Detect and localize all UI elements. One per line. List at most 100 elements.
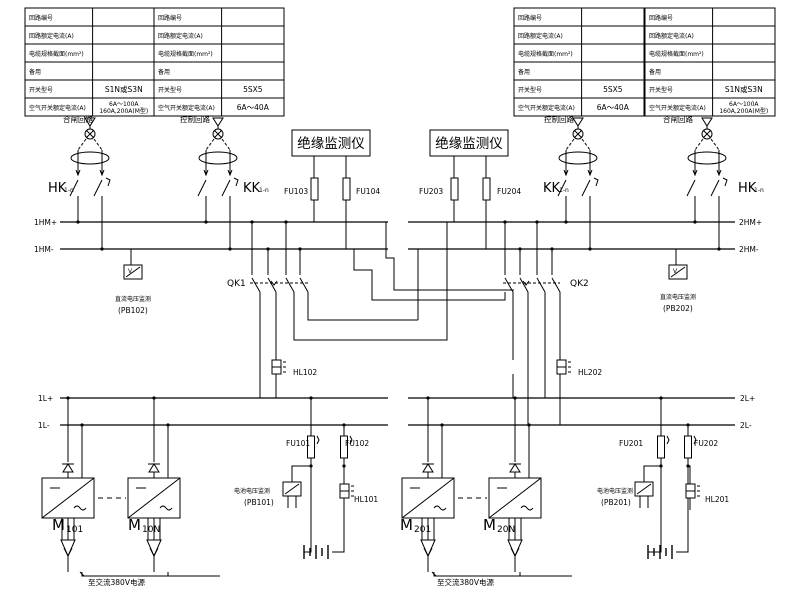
spec-row-value: S1N或S3N [725,84,763,94]
feeder-hk-left [69,117,111,251]
kk-right-sub: 1-n [559,187,569,194]
module-m101-label: M [52,516,65,534]
battery-section-1 [282,396,354,559]
meter-pb202-v: V [673,268,678,275]
ac-supply-ticks [79,571,521,577]
spec-row-label: 电缆规格截面(mm²) [29,50,84,58]
spec-row-label: 电缆规格截面(mm²) [158,50,213,58]
module-m201-sub: 201 [414,525,431,535]
supply-right-label: 至交流380V电源 [437,577,494,587]
insulation-monitor-right [429,129,509,157]
spec-row-value: S1N或S3N [105,84,143,94]
pb202-title: 直流电压监测 [660,293,696,301]
module-m201-label: M [400,516,413,534]
pb102-title: 直流电压监测 [115,295,151,303]
fuse-fu203 [450,177,459,201]
spec-row-label: 电缆规格截面(mm²) [649,50,704,58]
rectifier-module-m101 [41,396,95,572]
qk2-label: QK2 [570,279,589,289]
circuit-label-1: 合闸回路 [63,114,93,124]
kk-left-sub: 1-n [259,187,269,194]
spec-row-label: 空气开关额定电流(A) [518,104,575,112]
circuit-label-4: 合闸回路 [663,114,693,124]
fu101-label: FU101 [286,439,310,448]
fuse-leads [313,200,487,249]
insulation-monitor-right-label: 绝缘监测仪 [435,136,503,152]
coupler-qk1 [250,220,309,293]
fu201-label: FU201 [619,439,643,448]
fuse-fu103 [310,177,319,201]
hk-left-sub: 1-n [64,187,74,194]
kk-left-label: KK [243,181,261,196]
insulation-monitor-left-label: 绝缘监测仪 [297,136,365,152]
spec-row-label: 备用 [518,68,530,76]
spec-row-label: 开关型号 [158,86,182,94]
spec-row-label: 空气开关额定电流(A) [649,104,706,112]
bus-1l-plus-label: 1L+ [38,394,53,403]
qk1-label: QK1 [227,279,246,289]
hl202-label: HL202 [578,368,602,377]
feeder-kk-left [197,117,239,251]
bus-1l-minus-label: 1L- [38,421,50,430]
spec-row-label: 开关型号 [649,86,673,94]
bus-2hm-minus-label: 2HM- [739,245,759,254]
spec-row-label: 回路额定电流(A) [158,32,203,40]
coupler-wiring-2 [417,249,419,320]
spec-row-value: 5SX5 [243,85,263,94]
rectifier-module-m10n [127,396,181,572]
meter-pb102-v: V [128,268,133,275]
indicator-hl102 [271,359,286,375]
pb202-label: (PB202) [663,304,693,313]
pb101-label: (PB101) [244,498,274,507]
pb-meter-leads [130,249,677,265]
hl102-label: HL102 [293,368,317,377]
bus-1hm-plus-label: 1HM+ [34,218,57,227]
spec-row-label: 空气开关额定电流(A) [158,104,215,112]
indicator-hl202 [556,359,571,375]
spec-row-value: 6A～40A [597,103,630,112]
spec-row-value: 6A～40A [237,103,270,112]
spec-row-label: 回路编号 [649,14,673,22]
spec-row-label: 回路编号 [518,14,542,22]
module-m20n-sub: 20N [497,525,515,535]
spec-row-label: 回路编号 [158,14,182,22]
pb102-label: (PB102) [118,306,148,315]
module-m10n-label: M [128,516,141,534]
spec-row-label: 回路额定电流(A) [649,32,694,40]
bus-2hm-plus-label: 2HM+ [739,218,762,227]
hl101-label: HL101 [354,495,378,504]
feeder-kk-right [557,117,599,251]
meter-pb102-needle [125,266,141,278]
hl201-label: HL201 [705,495,729,504]
spec-row-label: 备用 [158,68,170,76]
spec-row-label: 开关型号 [518,86,542,94]
module-m101-sub: 101 [66,525,83,535]
meter-pb202-needle [670,266,686,278]
pb101-title: 电池电压监测 [234,487,270,495]
spec-row-label: 回路编号 [29,14,53,22]
module-m20n-label: M [483,516,496,534]
monitor-leads [313,156,487,178]
hk-right-label: HK [738,181,757,196]
spec-row-value: 5SX5 [603,85,623,94]
fu204-label: FU204 [497,187,521,196]
spec-row-label: 回路额定电流(A) [518,32,563,40]
l-buses [60,397,735,426]
coupler-qk2 [503,220,561,293]
fu202-label: FU202 [694,439,718,448]
spec-row-label: 备用 [649,68,661,76]
fu103-label: FU103 [284,187,308,196]
fuse-fu104 [342,177,351,201]
module-m10n-sub: 10N [142,525,160,535]
insulation-monitor-left [291,129,371,157]
rectifier-module-m201 [401,396,455,572]
bus-2l-minus-label: 2L- [740,421,752,430]
pb201-label: (PB201) [601,498,631,507]
fu104-label: FU104 [356,187,380,196]
